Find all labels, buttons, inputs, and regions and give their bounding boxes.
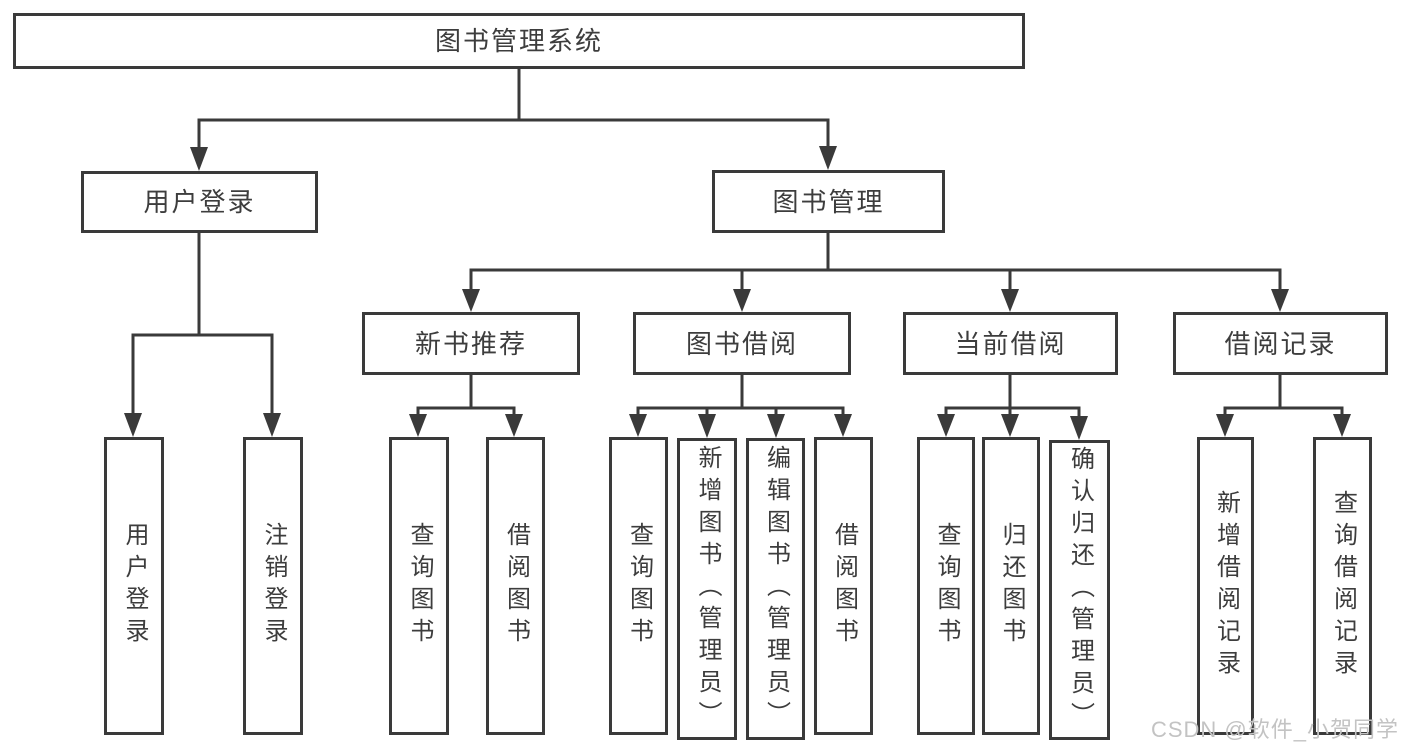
node-leaf-return-book-label: 归还图书 bbox=[998, 522, 1025, 650]
node-book-management-label: 图书管理 bbox=[772, 186, 885, 217]
node-leaf-user-login: 用户登录 bbox=[104, 437, 164, 735]
node-leaf-logout-label: 注销登录 bbox=[260, 522, 287, 650]
node-leaf-query-borrow-record: 查询借阅记录 bbox=[1313, 437, 1372, 735]
node-leaf-query-borrow-record-label: 查询借阅记录 bbox=[1329, 490, 1357, 682]
node-current-borrowing: 当前借阅 bbox=[903, 312, 1118, 375]
node-leaf-query-books-borrowing: 查询图书 bbox=[609, 437, 668, 735]
node-leaf-query-books-current: 查询图书 bbox=[917, 437, 975, 735]
node-library-management-system-label: 图书管理系统 bbox=[434, 26, 603, 56]
node-book-management: 图书管理 bbox=[712, 170, 945, 233]
node-leaf-return-book: 归还图书 bbox=[982, 437, 1040, 735]
node-current-borrowing-label: 当前借阅 bbox=[954, 328, 1067, 359]
node-leaf-confirm-return-admin-label: 确认归还（管理员） bbox=[1066, 446, 1094, 734]
node-leaf-add-book-admin: 新增图书（管理员） bbox=[677, 438, 737, 740]
node-user-login-label: 用户登录 bbox=[143, 187, 256, 217]
csdn-watermark: CSDN @软件_小贺同学 bbox=[1150, 717, 1399, 742]
node-leaf-borrow-books-recommend: 借阅图书 bbox=[486, 437, 545, 735]
node-library-management-system: 图书管理系统 bbox=[13, 13, 1025, 69]
node-leaf-borrow-books-borrowing: 借阅图书 bbox=[814, 437, 873, 735]
node-leaf-add-book-admin-label: 新增图书（管理员） bbox=[694, 445, 721, 733]
node-leaf-confirm-return-admin: 确认归还（管理员） bbox=[1049, 440, 1110, 740]
node-leaf-user-login-label: 用户登录 bbox=[121, 522, 148, 650]
node-leaf-add-borrow-record-label: 新增借阅记录 bbox=[1212, 490, 1240, 682]
node-leaf-query-books-recommend-label: 查询图书 bbox=[406, 522, 433, 650]
node-leaf-borrow-books-borrowing-label: 借阅图书 bbox=[830, 522, 858, 650]
node-leaf-edit-book-admin-label: 编辑图书（管理员） bbox=[762, 445, 790, 733]
node-leaf-query-books-recommend: 查询图书 bbox=[389, 437, 449, 735]
node-leaf-borrow-books-recommend-label: 借阅图书 bbox=[502, 522, 530, 650]
node-leaf-edit-book-admin: 编辑图书（管理员） bbox=[746, 438, 805, 740]
node-leaf-query-books-current-label: 查询图书 bbox=[933, 522, 960, 650]
node-leaf-add-borrow-record: 新增借阅记录 bbox=[1197, 437, 1254, 735]
node-book-borrowing-label: 图书借阅 bbox=[685, 328, 798, 359]
node-new-book-recommend: 新书推荐 bbox=[362, 312, 580, 375]
node-borrowing-records-label: 借阅记录 bbox=[1224, 328, 1337, 359]
connector-arrowheads bbox=[124, 146, 1351, 440]
node-new-book-recommend-label: 新书推荐 bbox=[414, 328, 527, 359]
node-leaf-query-books-borrowing-label: 查询图书 bbox=[625, 522, 653, 650]
node-leaf-logout: 注销登录 bbox=[243, 437, 303, 735]
node-borrowing-records: 借阅记录 bbox=[1173, 312, 1388, 375]
node-book-borrowing: 图书借阅 bbox=[633, 312, 851, 375]
node-user-login: 用户登录 bbox=[81, 171, 318, 233]
